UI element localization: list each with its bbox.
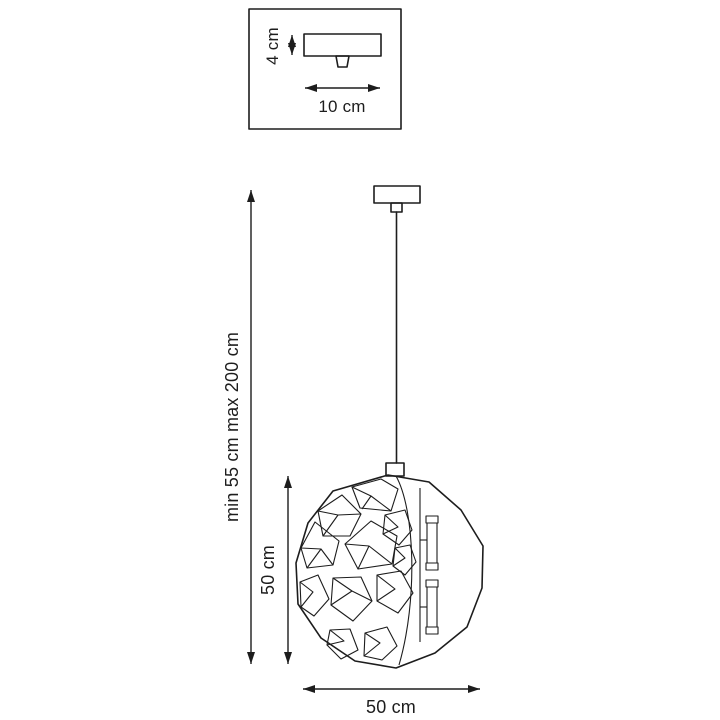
mount-stem [390,202,403,213]
facet-cell [363,626,398,661]
facet-cell [299,574,330,617]
bulb-cap [425,626,439,635]
shade-height-label: 50 cm [258,545,278,595]
facet-cell [376,570,414,614]
inner-lamp-assembly [419,488,439,642]
facet-cell [326,628,359,660]
facet-cell [382,509,413,546]
facet-cell [300,521,340,569]
inset-border [248,8,402,130]
shade-seam-line [395,475,413,666]
facet-detail-lines [299,486,406,657]
canopy-front-view [303,33,382,57]
shade-outline [295,474,484,669]
facet-cell [330,576,373,622]
canopy-width-label: 10 cm [318,97,365,116]
suspension-height-label: min 55 cm max 200 cm [222,332,242,522]
canopy-stem [335,55,350,68]
shade-facet-pattern [299,478,417,661]
pendant-shade [295,474,484,669]
facet-cell [317,494,362,537]
bulb-tube [426,586,438,628]
canopy-detail-inset: 4 cm 10 cm [248,8,402,130]
ceiling-mount [373,185,421,477]
facet-cell [351,478,399,512]
bulb-cap [425,515,439,524]
canopy-height-label: 4 cm [263,27,282,65]
shade-top-fitting [385,462,405,477]
lower-bulb [425,579,439,635]
shade-width-label: 50 cm [366,697,416,717]
upper-bulb [425,515,439,571]
bulb-cap [425,579,439,588]
mount-plate [373,185,421,204]
facet-cell [392,544,417,576]
bulb-cap [425,562,439,571]
dimension-annotations: min 55 cm max 200 cm 50 cm 50 cm [222,190,480,717]
bulb-tube [426,522,438,564]
